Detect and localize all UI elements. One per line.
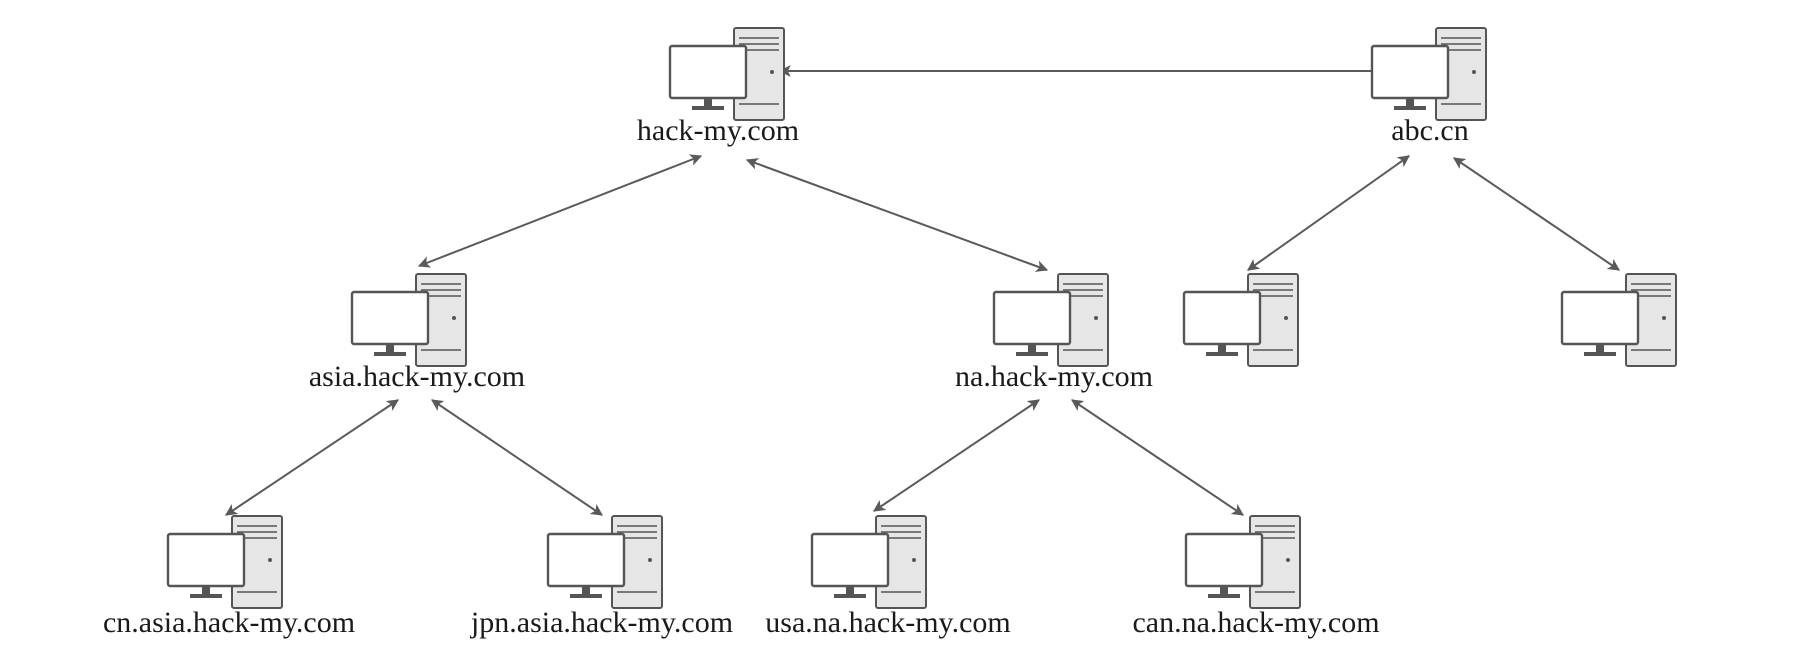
computer-icon	[1182, 272, 1300, 368]
node-label-cn-asia: cn.asia.hack-my.com	[103, 606, 355, 639]
computer-icon	[810, 514, 928, 610]
node-label-hack-my: hack-my.com	[637, 114, 799, 147]
edge-hack-my-asia	[417, 154, 703, 268]
edges	[225, 65, 1620, 516]
computer-icon	[350, 272, 468, 368]
node-label-jpn-asia: jpn.asia.hack-my.com	[470, 606, 733, 639]
edge-na-can	[1071, 399, 1244, 516]
labels: hack-my.com abc.cn asia.hack-my.com na.h…	[103, 114, 1469, 639]
computer-icon	[1184, 514, 1302, 610]
computer-icon	[166, 514, 284, 610]
edge-abc-child-1	[1247, 155, 1410, 271]
node-label-asia: asia.hack-my.com	[309, 360, 525, 393]
node-label-can-na: can.na.hack-my.com	[1132, 606, 1379, 639]
computer-icon	[546, 514, 664, 610]
computer-icon	[668, 26, 786, 122]
node-label-usa-na: usa.na.hack-my.com	[765, 606, 1010, 639]
node-label-abc: abc.cn	[1391, 114, 1468, 147]
node-label-na: na.hack-my.com	[955, 360, 1153, 393]
edge-asia-jpn	[431, 399, 603, 516]
edge-abc-child-2	[1453, 157, 1620, 271]
computer-icon	[1370, 26, 1488, 122]
edge-asia-cn	[225, 399, 399, 516]
edge-hack-my-na	[745, 158, 1049, 272]
computer-icon	[1560, 272, 1678, 368]
computer-icon	[992, 272, 1110, 368]
edge-na-usa	[873, 399, 1040, 512]
